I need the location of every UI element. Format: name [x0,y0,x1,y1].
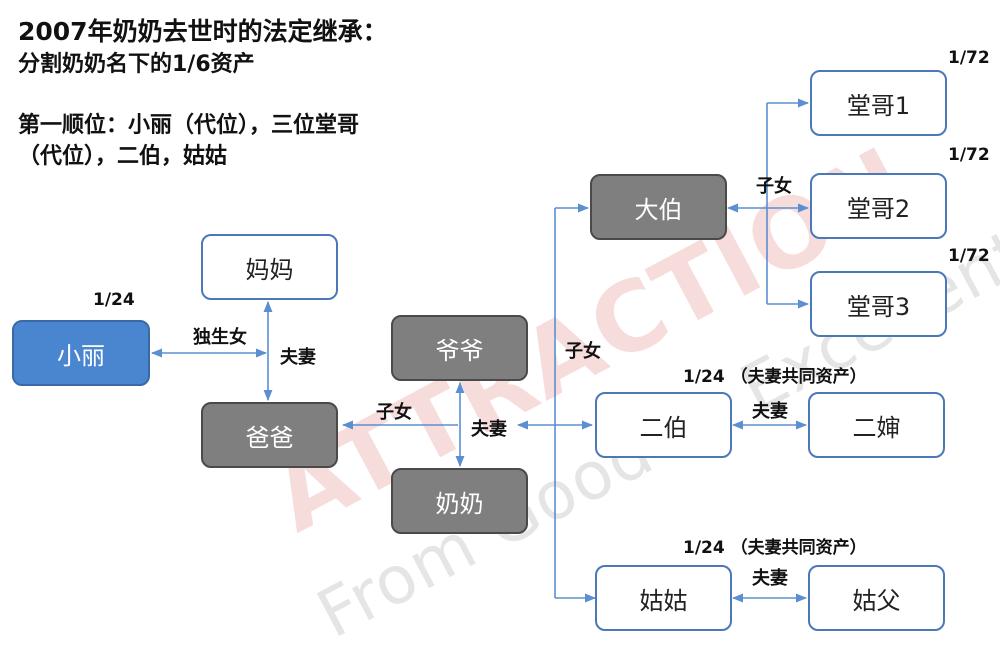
node-mama: 妈妈 [201,234,338,300]
node-ershen: 二婶 [808,392,945,458]
title-line-1: 2007年奶奶去世时的法定继承： [18,17,388,46]
label-couple-erbo: 夫妻 [752,401,788,422]
label-couple-gugu: 夫妻 [752,568,788,589]
title-line-2: 分割奶奶名下的1/6资产 [18,52,255,77]
node-yeye: 爷爷 [391,315,528,381]
label-children-dabo: 子女 [756,176,792,197]
node-xiaoli: 小丽 [12,320,150,386]
node-tangge3: 堂哥3 [810,271,947,337]
node-tangge2: 堂哥2 [810,173,947,239]
node-nainai: 奶奶 [391,468,528,534]
label-children-main: 子女 [565,341,601,362]
node-gugu: 姑姑 [595,565,732,631]
label-couple-grandparents: 夫妻 [471,419,507,440]
title-line-4: （代位），二伯，姑姑 [18,144,228,169]
node-tangge1: 堂哥1 [810,70,947,136]
share-tangge2: 1/72 [948,145,990,165]
node-dabo: 大伯 [590,174,727,240]
share-gugu: 1/24 （夫妻共同资产） [683,538,867,558]
title-line-3: 第一顺位：小丽（代位），三位堂哥 [18,113,360,138]
node-baba: 爸爸 [201,402,338,468]
label-children-baba: 子女 [376,402,412,423]
label-couple-parents: 夫妻 [280,347,316,368]
share-tangge1: 1/72 [948,48,990,68]
node-gufu: 姑父 [808,565,945,631]
share-erbo: 1/24 （夫妻共同资产） [683,367,867,387]
connector-lines [150,98,810,603]
share-xiaoli: 1/24 [93,290,135,310]
share-tangge3: 1/72 [948,246,990,266]
node-erbo: 二伯 [595,392,732,458]
label-only-daughter: 独生女 [193,327,247,348]
